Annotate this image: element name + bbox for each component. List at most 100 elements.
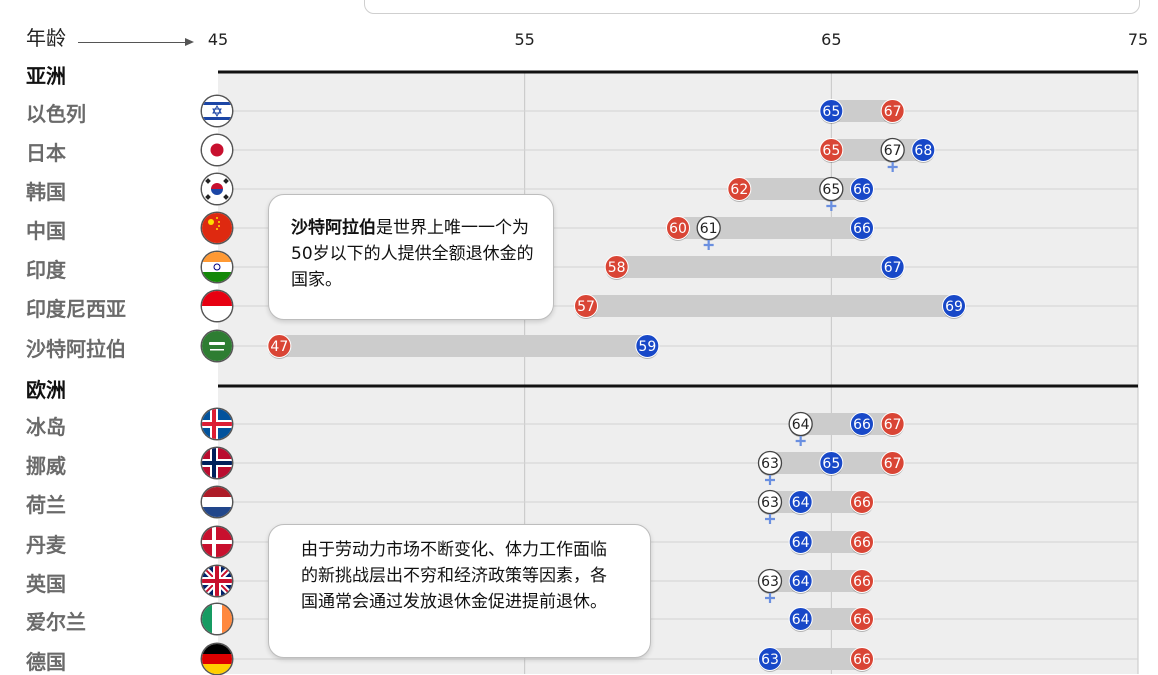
x-tick-label: 65 — [821, 30, 842, 49]
norway-flag-icon — [202, 448, 232, 478]
full-age-badge: 68 — [911, 138, 936, 163]
age-value: 59 — [638, 339, 656, 355]
female-symbol-icon — [765, 514, 775, 524]
age-value: 64 — [792, 574, 810, 590]
female-symbol-icon — [703, 240, 714, 250]
female-symbol-icon — [765, 593, 775, 603]
age-range-bar — [586, 295, 954, 317]
country-label: 丹麦 — [26, 533, 66, 557]
full-age-badge: 67 — [880, 255, 905, 280]
age-value: 60 — [669, 221, 687, 237]
age-value: 64 — [792, 417, 810, 433]
region-heading: 欧洲 — [26, 378, 66, 402]
full-age-badge: 65 — [819, 451, 844, 476]
germany-flag-icon — [202, 644, 232, 674]
age-value: 64 — [792, 495, 810, 511]
country-label: 中国 — [26, 219, 66, 243]
early-age-badge: 58 — [604, 255, 629, 280]
age-value: 66 — [853, 612, 871, 628]
region-heading: 亚洲 — [26, 64, 66, 88]
full-age-badge: 65 — [819, 99, 844, 124]
country-label: 荷兰 — [26, 493, 66, 517]
country-label: 日本 — [26, 141, 66, 165]
callout-bold-text: 沙特阿拉伯 — [291, 218, 376, 238]
age-range-bar — [678, 217, 862, 239]
age-range-bar — [800, 608, 862, 630]
india-flag-icon — [202, 252, 232, 282]
female-symbol-icon — [887, 162, 898, 172]
age-value: 67 — [884, 143, 902, 159]
early-age-badge: 66 — [850, 569, 874, 594]
country-label: 以色列 — [26, 102, 86, 126]
age-value: 64 — [792, 535, 810, 551]
country-label: 英国 — [26, 572, 66, 596]
full-age-badge: 69 — [942, 294, 966, 319]
full-age-badge: 64 — [788, 569, 813, 594]
age-value: 66 — [853, 495, 871, 511]
saudi-flag-icon — [202, 331, 232, 361]
israel-flag-icon — [202, 96, 232, 126]
age-range-bar — [831, 100, 893, 122]
saudi-callout: 沙特阿拉伯是世界上唯一一个为50岁以下的人提供全额退休金的国家。 — [268, 194, 554, 320]
early-age-badge: 47 — [267, 334, 292, 359]
early-age-badge: 67 — [880, 412, 905, 437]
x-tick-label: 55 — [514, 30, 535, 49]
age-value: 67 — [884, 104, 902, 120]
women-age-badge: 61 — [696, 215, 721, 241]
ireland-flag-icon — [202, 604, 232, 634]
full-age-badge: 63 — [758, 647, 782, 672]
age-value: 67 — [884, 456, 902, 472]
age-value: 63 — [761, 652, 779, 668]
age-value: 47 — [270, 339, 288, 355]
country-label: 印度尼西亚 — [26, 297, 126, 321]
early-age-badge: 67 — [880, 99, 905, 124]
age-value: 58 — [608, 260, 626, 276]
age-value: 66 — [853, 535, 871, 551]
age-range-bar — [831, 139, 924, 161]
age-value: 63 — [761, 574, 779, 590]
early-age-badge: 66 — [850, 530, 874, 555]
women-age-badge: 63 — [757, 450, 783, 476]
age-range-bar — [770, 648, 862, 670]
age-value: 68 — [914, 143, 932, 159]
full-age-badge: 64 — [788, 607, 813, 632]
age-value: 66 — [853, 221, 871, 237]
full-age-badge: 64 — [788, 490, 813, 515]
japan-flag-icon — [202, 135, 232, 165]
early-age-badge: 57 — [574, 294, 598, 319]
age-range-bar — [616, 256, 893, 278]
uk-flag-icon — [202, 566, 232, 596]
age-value: 66 — [853, 182, 871, 198]
women-age-badge: 67 — [880, 137, 905, 163]
early-age-badge: 66 — [850, 607, 874, 632]
indonesia-flag-icon — [202, 291, 232, 321]
age-value: 63 — [761, 495, 779, 511]
early-age-badge: 60 — [666, 216, 690, 241]
age-range-bar — [279, 335, 648, 357]
age-value: 65 — [822, 104, 840, 120]
x-tick-label: 75 — [1127, 30, 1149, 49]
korea-flag-icon — [202, 174, 232, 204]
female-symbol-icon — [765, 475, 775, 485]
women-age-badge: 63 — [757, 489, 783, 515]
age-value: 61 — [700, 221, 718, 237]
full-age-badge: 66 — [850, 177, 874, 202]
early-age-badge: 67 — [880, 451, 905, 476]
age-value: 67 — [884, 260, 902, 276]
country-label: 挪威 — [26, 454, 66, 478]
early-age-badge: 65 — [819, 138, 844, 163]
full-age-badge: 59 — [635, 334, 660, 359]
axis-label: 年龄 — [26, 26, 66, 50]
women-age-badge: 64 — [788, 411, 813, 437]
age-value: 62 — [730, 182, 748, 198]
iceland-flag-icon — [202, 409, 232, 439]
callout-text: 由于劳动力市场不断变化、体力工作面临的新挑战层出不穷和经济政策等因素，各国通常会… — [301, 540, 607, 612]
axis-arrow-icon — [78, 38, 194, 46]
age-range-bar — [800, 413, 893, 435]
age-value: 63 — [761, 456, 779, 472]
age-range-bar — [800, 531, 862, 553]
age-value: 67 — [884, 417, 902, 433]
age-value: 64 — [792, 612, 810, 628]
age-value: 57 — [577, 299, 595, 315]
top-panel-frame — [364, 0, 1140, 14]
